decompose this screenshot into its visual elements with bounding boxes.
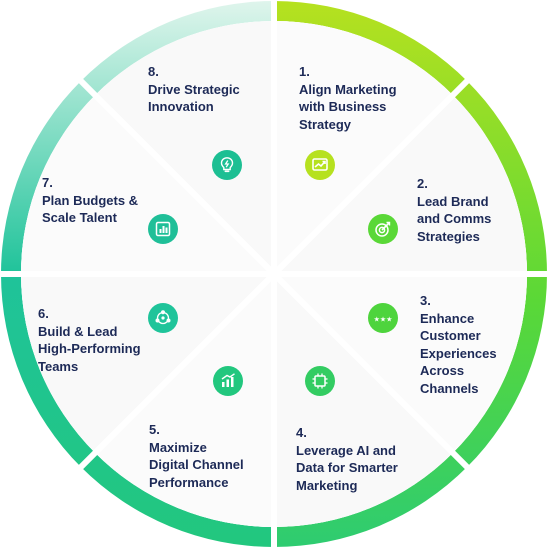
segment-6-icon-badge	[148, 303, 178, 333]
segment-5-icon-badge	[213, 366, 243, 396]
segment-4-icon-badge	[305, 366, 335, 396]
segment-1-number: 1.	[299, 64, 310, 79]
segment-3-number: 3.	[420, 293, 431, 308]
segment-5-title: Maximize Digital Channel Performance	[149, 439, 244, 490]
segment-2-label: 2. Lead Brand and Comms Strategies	[417, 175, 491, 245]
segment-3-label: 3. Enhance Customer Experiences Across C…	[420, 292, 497, 397]
segment-divider-8	[76, 76, 277, 277]
segment-3-icon-badge: ★★★	[368, 303, 398, 333]
segment-5-label: 5. Maximize Digital Channel Performance	[149, 421, 244, 491]
target-megaphone-icon	[375, 221, 391, 237]
segment-8-number: 8.	[148, 64, 159, 79]
segment-6-label: 6. Build & Lead High-Performing Teams	[38, 305, 141, 375]
segment-panel-2	[274, 95, 527, 274]
segment-4-label: 4. Leverage AI and Data for Smarter Mark…	[296, 424, 398, 494]
segment-6-title: Build & Lead High-Performing Teams	[38, 323, 141, 374]
segment-8-icon-badge	[212, 150, 242, 180]
segment-panel-4	[274, 274, 453, 527]
segment-panel-7	[21, 95, 274, 274]
segment-4-number: 4.	[296, 425, 307, 440]
segment-6-number: 6.	[38, 306, 49, 321]
growth-chart-icon	[312, 158, 328, 171]
lightbulb-icon	[220, 157, 234, 173]
segment-5-number: 5.	[149, 422, 160, 437]
segment-panel-3	[274, 274, 527, 453]
ai-chip-icon	[312, 373, 328, 389]
segment-8-title: Drive Strategic Innovation	[148, 81, 240, 115]
performance-gauge-icon	[221, 373, 235, 387]
team-network-icon	[155, 310, 171, 325]
segment-3-title: Enhance Customer Experiences Across Chan…	[420, 310, 497, 396]
three-stars-icon: ★★★	[374, 316, 392, 324]
segment-1-icon-badge	[305, 150, 335, 180]
segment-7-number: 7.	[42, 175, 53, 190]
segment-panel-8	[95, 21, 274, 274]
bar-report-icon	[155, 221, 171, 237]
segment-2-title: Lead Brand and Comms Strategies	[417, 193, 492, 244]
segment-panel-6	[21, 274, 274, 453]
segment-8-label: 8. Drive Strategic Innovation	[148, 63, 240, 116]
svg-text:★★★: ★★★	[374, 316, 392, 324]
segment-4-title: Leverage AI and Data for Smarter Marketi…	[296, 442, 398, 493]
segment-divider-4	[271, 271, 472, 472]
segment-panel-5	[95, 274, 274, 527]
segment-7-label: 7. Plan Budgets & Scale Talent	[42, 174, 138, 227]
segment-divider-2	[271, 76, 472, 277]
segment-panels	[21, 21, 527, 527]
segment-1-title: Align Marketing with Business Strategy	[299, 81, 397, 132]
segment-panel-1	[274, 21, 453, 274]
segment-divider-6	[76, 271, 277, 472]
segment-1-label: 1. Align Marketing with Business Strateg…	[299, 63, 397, 133]
segment-7-title: Plan Budgets & Scale Talent	[42, 192, 139, 226]
segment-2-number: 2.	[417, 176, 428, 191]
segment-2-icon-badge	[368, 214, 398, 244]
segment-7-icon-badge	[148, 214, 178, 244]
